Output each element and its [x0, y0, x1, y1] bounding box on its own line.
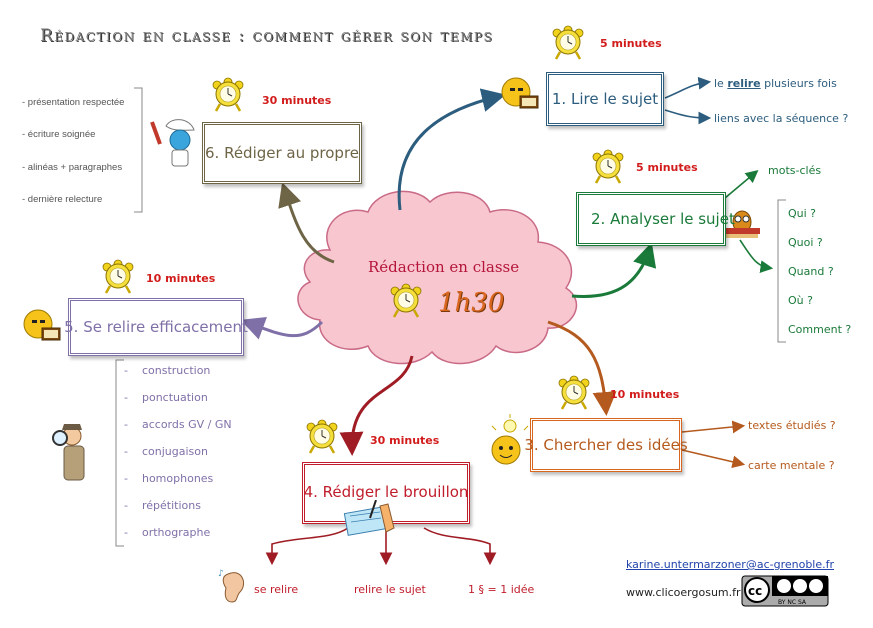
cc-license-icon: cc BY NC SA [741, 575, 829, 607]
alarm-clock-icon [557, 374, 591, 411]
alarm-clock-icon [101, 258, 135, 295]
chercher-branch-2 [681, 449, 746, 469]
analyser-bracket [777, 199, 786, 343]
step-relire-label: 5. Se relire efficacement [64, 318, 248, 336]
author-email-link[interactable]: karine.untermarzoner@ac-grenoble.fr [626, 558, 835, 571]
lire-branch-relire: le relire plusieurs fois [714, 77, 837, 90]
lire-branch-2 [664, 109, 712, 125]
center-duration: 1h30 [438, 288, 505, 318]
step-analyser: 2. Analyser le sujet [576, 192, 735, 246]
connector-relire [240, 316, 324, 340]
chercher-branch-textes: textes étudiés ? [748, 419, 836, 432]
brouillon-branch-3 [423, 527, 497, 566]
relire-item: -ponctuation [124, 391, 208, 404]
svg-text:cc: cc [748, 584, 762, 598]
propre-item: - dernière relecture [22, 194, 103, 205]
writing-hand-icon [343, 500, 395, 536]
step-brouillon-label: 4. Rédiger le brouillon [303, 483, 469, 501]
relire-item: -homophones [124, 472, 214, 485]
relire-item: -répétitions [124, 499, 201, 512]
center-cloud [297, 190, 578, 365]
step-propre: 6. Rédiger au propre [202, 122, 362, 184]
smurf-writing-icon [150, 119, 195, 167]
lire-branch-1 [664, 76, 712, 99]
step-lire-time: 5 minutes [600, 37, 662, 50]
step-lire-label: 1. Lire le sujet [551, 90, 659, 108]
alarm-clock-icon [591, 148, 625, 185]
analyser-branch-questions [739, 239, 774, 273]
analyser-question: Où ? [788, 294, 813, 307]
step-chercher-time: 10 minutes [610, 388, 680, 401]
brouillon-branch-1 [265, 527, 349, 566]
owl-reading-icon [724, 210, 760, 238]
ear-icon: ♪ [218, 569, 244, 603]
svg-text:BY NC SA: BY NC SA [778, 599, 807, 606]
step-lire: 1. Lire le sujet [546, 72, 664, 126]
alarm-clock-icon [389, 282, 423, 319]
brouillon-branch-relire-sujet: relire le sujet [354, 583, 426, 596]
relire-item: -construction [124, 364, 211, 377]
chercher-branch-carte: carte mentale ? [748, 459, 835, 472]
connector-propre [278, 182, 335, 264]
analyser-question: Qui ? [788, 207, 817, 220]
page-title: Rédaction en classe : comment gérer son … [40, 26, 494, 46]
site-link[interactable]: www.clicoergosum.fr [626, 586, 741, 599]
relire-item: -conjugaison [124, 445, 208, 458]
propre-item: - présentation respectée [22, 97, 125, 108]
relire-item: -orthographe [124, 526, 211, 539]
analyser-branch-keywords [724, 169, 759, 199]
connector-brouillon [339, 355, 414, 456]
relire-bracket [115, 359, 124, 547]
lire-branch-suffix: plusieurs fois [760, 77, 837, 90]
step-analyser-time: 5 minutes [636, 161, 698, 174]
analyser-keywords: mots-clés [768, 164, 822, 177]
lire-branch-liens: liens avec la séquence ? [714, 112, 849, 125]
chercher-branch-1 [681, 420, 746, 434]
lire-branch-prefix: le [714, 77, 728, 90]
analyser-question: Quoi ? [788, 236, 823, 249]
reading-smiley-icon [501, 77, 539, 109]
step-analyser-label: 2. Analyser le sujet [591, 210, 735, 228]
alarm-clock-icon [211, 76, 245, 113]
relire-item: -accords GV / GN [124, 418, 232, 431]
center-label: Rédaction en classe [368, 258, 520, 276]
alarm-clock-icon [551, 24, 585, 61]
svg-text:♪: ♪ [218, 569, 224, 579]
step-propre-time: 30 minutes [262, 94, 332, 107]
reading-smiley-icon [23, 309, 61, 341]
step-brouillon: 4. Rédiger le brouillon [302, 462, 470, 524]
step-relire: 5. Se relire efficacement [64, 298, 248, 356]
relire-list: -construction -ponctuation -accords GV /… [124, 364, 232, 553]
step-propre-label: 6. Rédiger au propre [204, 144, 360, 162]
analyser-question: Comment ? [788, 323, 852, 336]
brouillon-branch-se-relire: se relire [254, 583, 299, 596]
propre-bracket [134, 87, 143, 213]
detective-icon [52, 424, 85, 481]
step-chercher: 3. Chercher des idées [524, 418, 688, 472]
connector-analyser [571, 242, 657, 299]
lire-branch-strong: relire [727, 77, 761, 90]
connector-lire [397, 88, 506, 211]
idea-smiley-icon [491, 414, 529, 465]
connector-chercher [547, 320, 617, 416]
propre-item: - alinéas + paragraphes [22, 162, 123, 173]
alarm-clock-icon [305, 418, 339, 455]
step-relire-time: 10 minutes [146, 272, 216, 285]
step-chercher-label: 3. Chercher des idées [524, 436, 688, 454]
analyser-question: Quand ? [788, 265, 834, 278]
brouillon-branch-paragraphe: 1 § = 1 idée [468, 583, 535, 596]
propre-item: - écriture soignée [22, 129, 96, 140]
step-brouillon-time: 30 minutes [370, 434, 440, 447]
